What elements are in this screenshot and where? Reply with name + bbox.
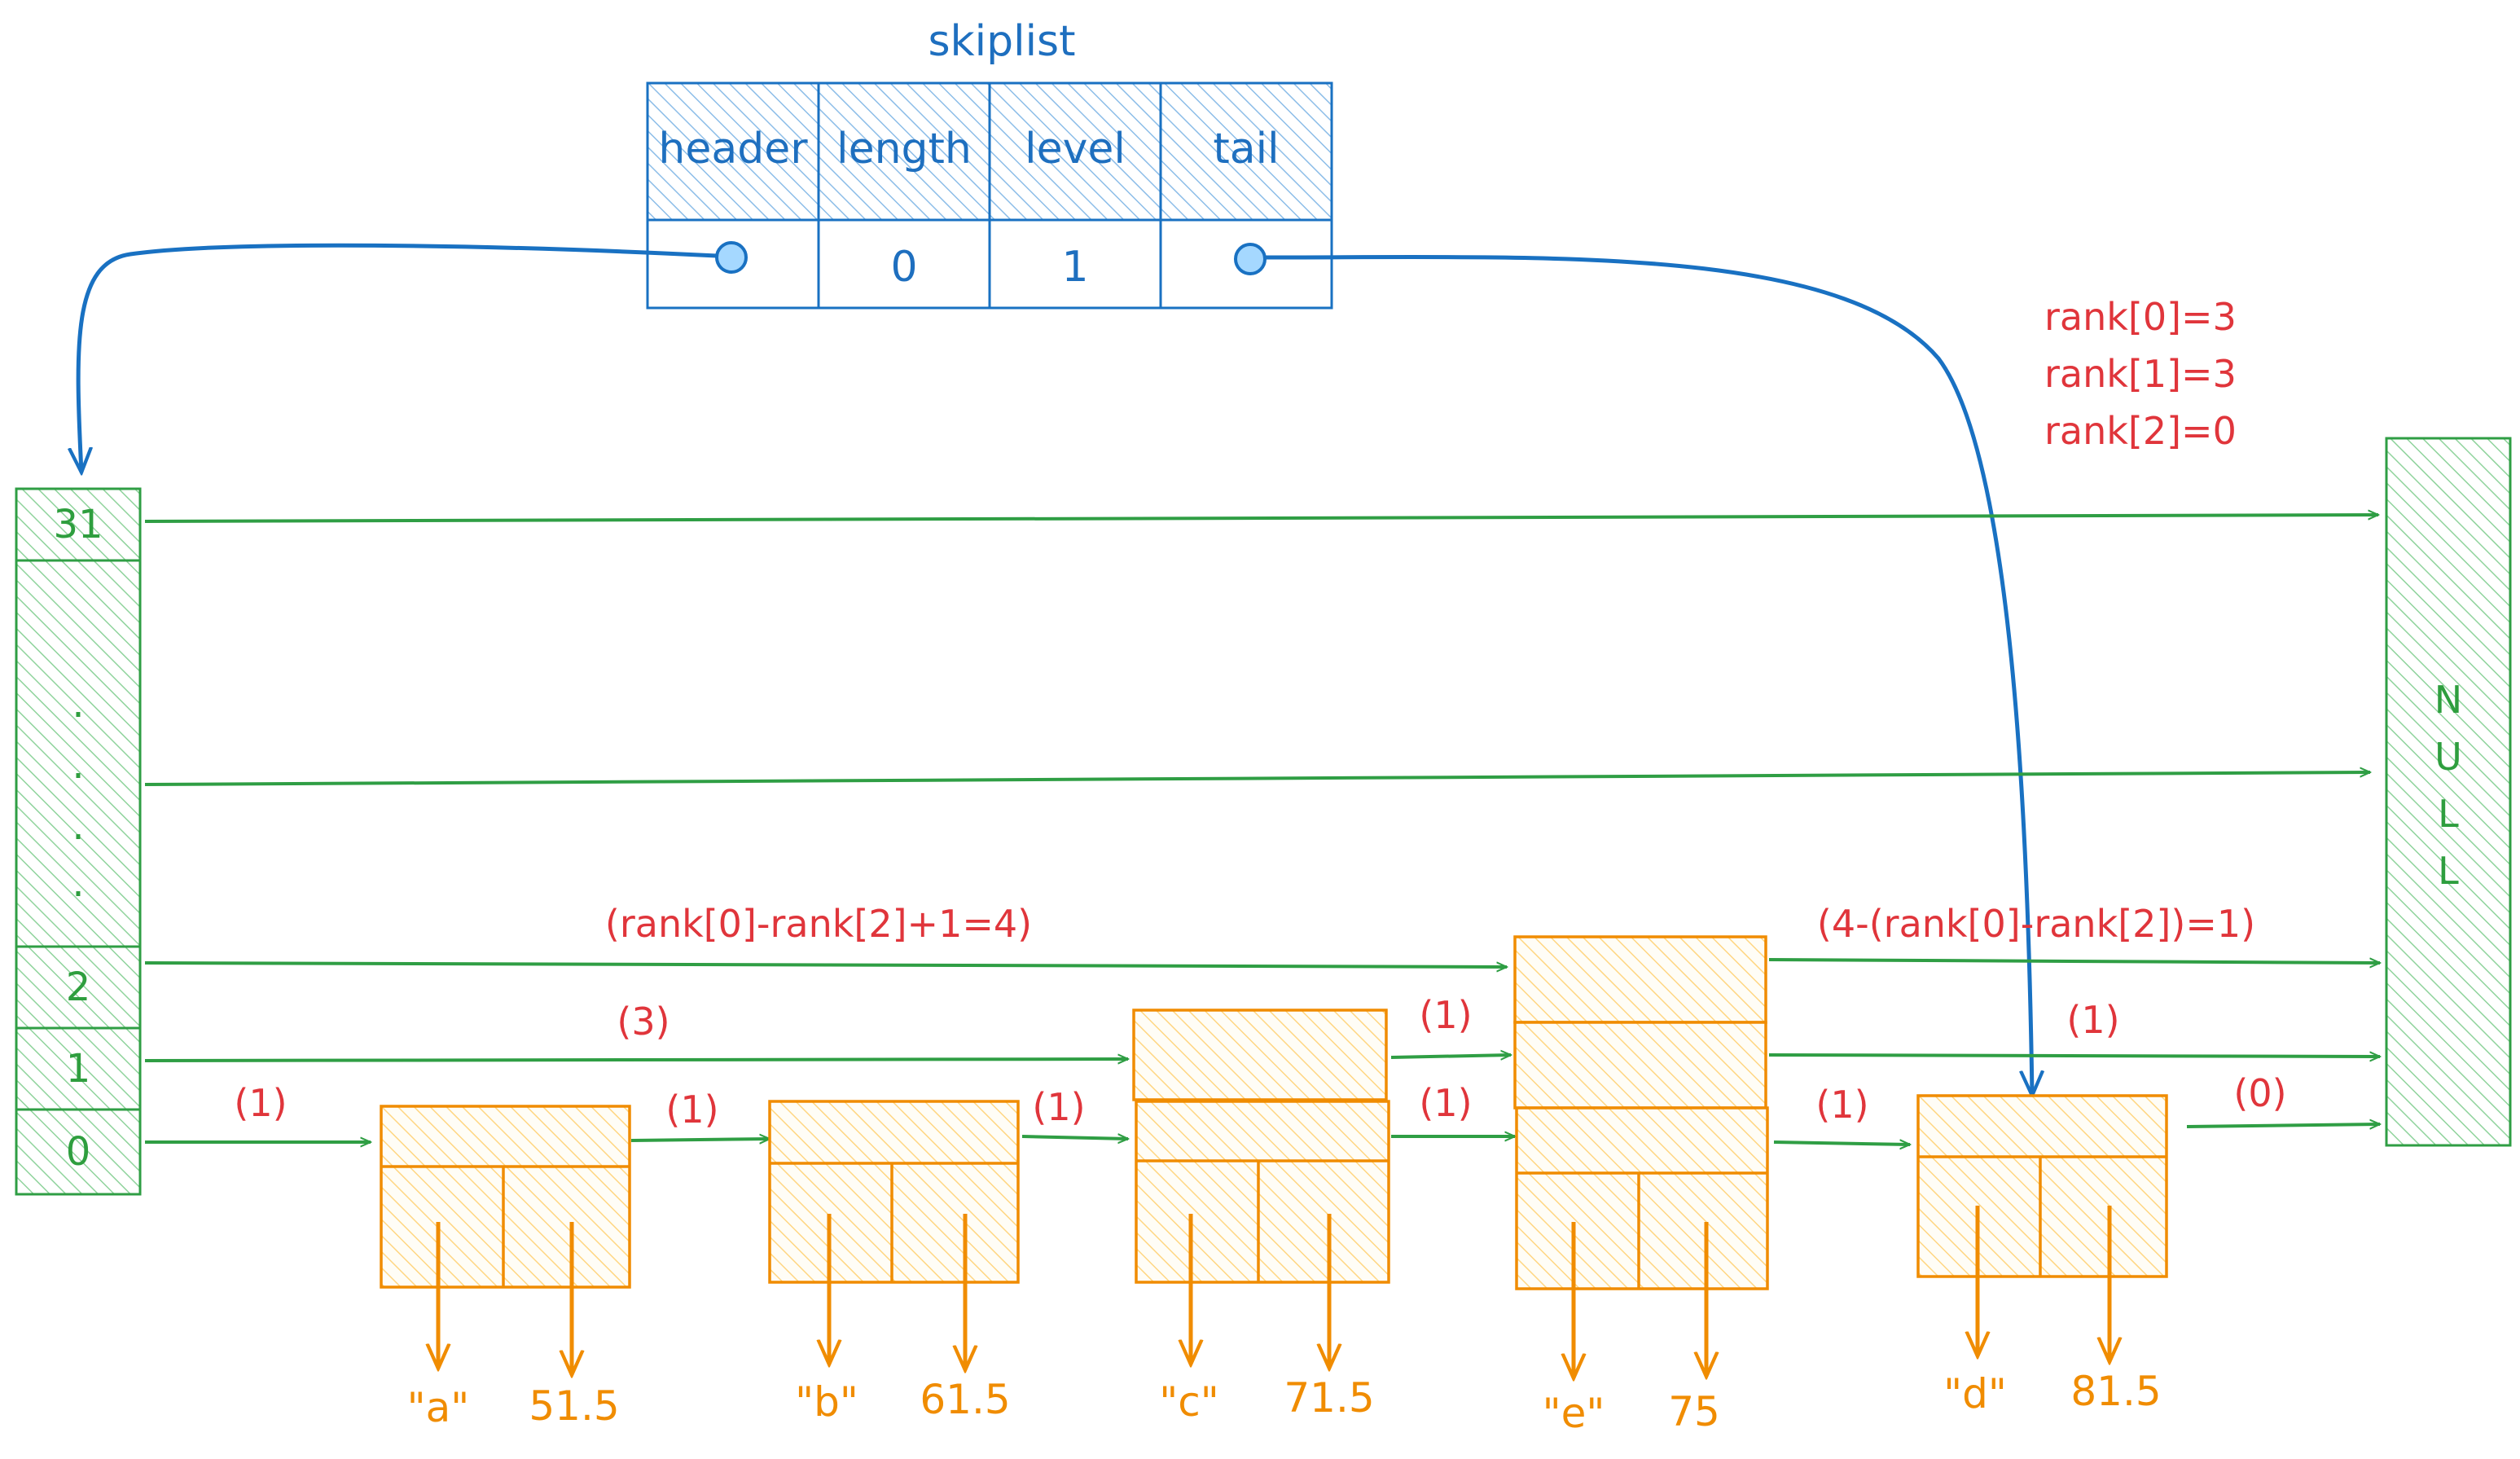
skiplist-length-value-cell [817, 218, 991, 310]
skiplist-length-cell [817, 81, 991, 222]
node-score-label: 61.5 [920, 1376, 1010, 1423]
node-score-label: 81.5 [2070, 1368, 2161, 1415]
field-header-label: header [658, 125, 808, 174]
ellipsis-dot: . [72, 681, 84, 727]
node-score-label: 75 [1668, 1388, 1720, 1435]
span-label: (0) [2233, 1071, 2286, 1115]
level-1-c-to-e-arrow [1390, 1055, 1511, 1057]
skiplist-struct: skiplist header length level tail 0 1 [646, 17, 1333, 310]
level-1-head-to-c-arrow [144, 1059, 1128, 1061]
node-c: "c" 71.5 [1132, 1009, 1390, 1426]
field-tail-label: tail [1213, 125, 1279, 174]
node-obj-label: "a" [407, 1384, 470, 1431]
level-0-a-to-b-arrow [630, 1139, 770, 1140]
node-score-label: 51.5 [529, 1382, 619, 1430]
null-letter: N [2434, 678, 2462, 722]
span-label: (1) [1815, 1083, 1868, 1127]
header-pointer-arrow [78, 243, 718, 472]
level-2-e-to-null-arrow [1768, 960, 2380, 963]
rank-notes: rank[0]=3 rank[1]=3 rank[2]=0 [2044, 295, 2237, 453]
node-obj-label: "b" [795, 1378, 858, 1426]
span-label: (1) [1419, 993, 1472, 1037]
ellipsis-dot: . [72, 803, 84, 849]
length-value: 0 [890, 243, 917, 292]
span-label: (4-(rank[0]-rank[2])=1) [1817, 902, 2255, 946]
span-label: (1) [1032, 1085, 1085, 1129]
field-length-label: length [836, 125, 972, 174]
skiplist-tail-value-cell [1159, 218, 1333, 310]
node-obj-label: "d" [1943, 1370, 2007, 1417]
level-2-label: 2 [66, 965, 91, 1010]
node-obj-label: "e" [1543, 1390, 1605, 1437]
tail-pointer-dot [1234, 243, 1267, 275]
field-level-label: level [1025, 125, 1126, 174]
ellipsis-dot: . [72, 860, 84, 906]
skiplist-level-value-cell [988, 218, 1162, 310]
header-node: 31 . . . . 2 1 0 [15, 487, 142, 1196]
span-label: (1) [665, 1088, 718, 1132]
node-a: "a" 51.5 [380, 1105, 631, 1431]
level-0-label: 0 [66, 1129, 91, 1175]
span-label: (1) [2066, 998, 2119, 1042]
rank-note: rank[1]=3 [2044, 352, 2237, 396]
null-letter: U [2434, 735, 2462, 779]
level-1-label: 1 [66, 1046, 91, 1092]
node-obj-label: "c" [1159, 1378, 1219, 1426]
skiplist-title: skiplist [928, 17, 1075, 66]
level-0-d-to-null-arrow [2186, 1124, 2380, 1127]
node-b: "b" 61.5 [768, 1100, 1020, 1426]
skiplist-level-cell [988, 81, 1162, 222]
level-31-label: 31 [53, 502, 103, 547]
rank-note: rank[2]=0 [2044, 409, 2237, 453]
level-1-e-to-null-arrow [1768, 1055, 2380, 1057]
node-e: "e" 75 [1513, 935, 1769, 1437]
span-label: (3) [617, 1000, 670, 1044]
span-label: (1) [234, 1081, 287, 1125]
span-label: (1) [1419, 1081, 1472, 1125]
level-0-b-to-c-arrow [1021, 1136, 1128, 1139]
null-letter: L [2438, 849, 2459, 893]
header-pointer-dot [715, 241, 748, 274]
level-31-arrow [144, 515, 2378, 523]
null-letter: L [2438, 792, 2459, 836]
span-labels: (1) (1) (1) (1) (1) (0) (3) (1) (1) (ran… [234, 902, 2286, 1132]
skiplist-header-cell [646, 81, 820, 222]
node-score-label: 71.5 [1284, 1374, 1374, 1422]
header-column [15, 487, 142, 1196]
rank-note: rank[0]=3 [2044, 295, 2237, 339]
node-d: "d" 81.5 [1916, 1094, 2168, 1417]
span-label: (rank[0]-rank[2]+1=4) [605, 902, 1032, 946]
tail-pointer-arrow [1264, 254, 2032, 1096]
ellipsis-dot: . [72, 742, 84, 788]
level-value: 1 [1061, 243, 1088, 292]
null-node: N U L L [2385, 437, 2512, 1147]
skiplist-tail-cell [1159, 81, 1333, 222]
level-ellipsis-arrow [144, 772, 2370, 786]
level-0-e-to-d-arrow [1773, 1142, 1910, 1145]
level-2-head-to-e-arrow [144, 961, 1507, 967]
null-column [2385, 437, 2512, 1147]
